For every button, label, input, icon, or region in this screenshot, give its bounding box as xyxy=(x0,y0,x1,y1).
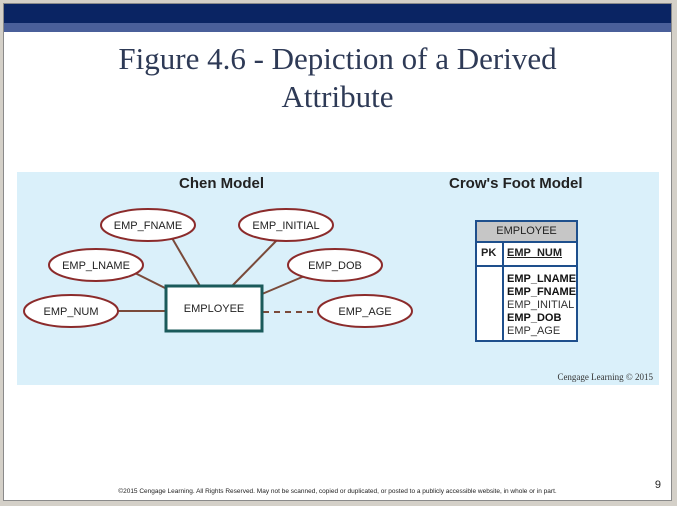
top-bar-stripe xyxy=(4,23,671,32)
title-line-1: Figure 4.6 - Depiction of a Derived xyxy=(118,41,557,76)
attribute-item: EMP_DOB xyxy=(507,312,562,324)
connector-initial xyxy=(231,237,280,287)
title-line-2: Attribute xyxy=(281,79,394,114)
chen-diagram: EMP_FNAME EMP_INITIAL EMP_LNAME EMP_DOB … xyxy=(23,208,413,333)
attribute-item: EMP_INITIAL xyxy=(507,299,575,311)
attribute-emp-num: EMP_NUM xyxy=(23,294,119,328)
attribute-emp-initial: EMP_INITIAL xyxy=(238,208,334,242)
connector-fname xyxy=(171,237,201,287)
attribute-emp-dob: EMP_DOB xyxy=(287,248,383,282)
attribute-label: EMP_AGE xyxy=(338,306,391,318)
crows-foot-model-title: Crow's Foot Model xyxy=(449,175,583,192)
attribute-emp-lname: EMP_LNAME xyxy=(48,248,144,282)
slide-title: Figure 4.6 - Depiction of a Derived Attr… xyxy=(4,40,671,116)
crows-foot-entity-name: EMPLOYEE xyxy=(477,222,576,243)
entity-label: EMPLOYEE xyxy=(184,303,245,315)
pk-attribute: EMP_NUM xyxy=(507,247,563,259)
attribute-list: EMP_LNAME EMP_FNAME EMP_INITIAL EMP_DOB … xyxy=(507,273,576,338)
attribute-emp-age-derived: EMP_AGE xyxy=(317,294,413,328)
attribute-emp-fname: EMP_FNAME xyxy=(100,208,196,242)
top-bar xyxy=(4,4,671,23)
figure-panel: EMP_FNAME EMP_INITIAL EMP_LNAME EMP_DOB … xyxy=(17,172,659,385)
column-divider xyxy=(502,243,504,340)
crows-foot-entity-table: EMPLOYEE PK EMP_NUM EMP_LNAME EMP_FNAME … xyxy=(475,220,578,342)
attribute-label: EMP_DOB xyxy=(308,260,362,272)
chen-model-title: Chen Model xyxy=(179,175,264,192)
attribute-label: EMP_LNAME xyxy=(62,260,130,272)
slide: Figure 4.6 - Depiction of a Derived Attr… xyxy=(3,3,672,501)
attribute-item: EMP_FNAME xyxy=(507,286,577,298)
pk-label: PK xyxy=(481,247,497,259)
entity-employee: EMPLOYEE xyxy=(164,284,264,333)
attribute-item: EMP_AGE xyxy=(507,325,561,337)
attribute-item: EMP_LNAME xyxy=(507,273,577,285)
copyright-footer: ©2015 Cengage Learning. All Rights Reser… xyxy=(118,488,557,495)
attribute-label: EMP_FNAME xyxy=(114,220,182,232)
connector-dob xyxy=(261,274,308,295)
primary-key-row: PK EMP_NUM xyxy=(477,243,576,267)
attribute-label: EMP_INITIAL xyxy=(252,220,319,232)
page-number: 9 xyxy=(654,479,661,491)
figure-credit: Cengage Learning © 2015 xyxy=(557,372,653,382)
attribute-label: EMP_NUM xyxy=(43,306,98,318)
